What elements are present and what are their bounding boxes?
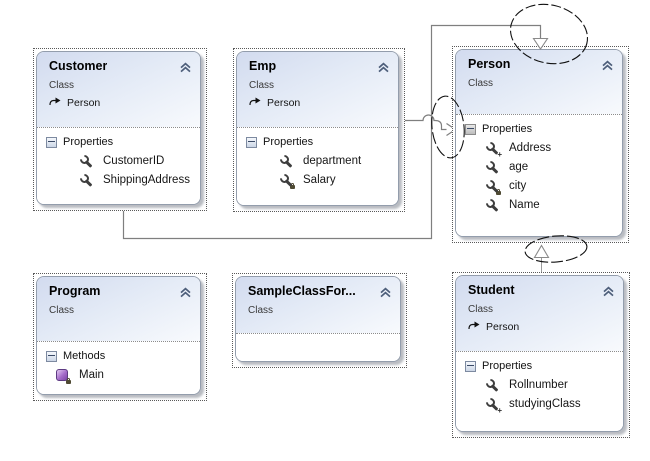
connector-emp-to-person [405, 114, 447, 131]
member-row[interactable]: Name [456, 195, 622, 214]
class-frame: Emp Class Person Properties department [236, 51, 399, 206]
collapse-minus-icon[interactable] [465, 123, 476, 135]
member-row[interactable]: ShippingAddress [37, 170, 200, 189]
base-type-row: Person [468, 320, 615, 333]
wrench-icon [279, 154, 294, 168]
wrench-icon [485, 198, 500, 212]
class-header: Person Class [456, 50, 622, 114]
section-label: Properties [482, 360, 533, 372]
section-header-properties[interactable]: Properties [37, 131, 200, 151]
section-header-properties[interactable]: Properties [456, 118, 622, 138]
wrench-icon [485, 160, 500, 174]
section-header-properties[interactable]: Properties [456, 355, 623, 375]
member-row[interactable]: Rollnumber [456, 375, 623, 394]
method-cube-lock-icon [55, 368, 71, 384]
class-title: SampleClassFor... [248, 284, 356, 298]
wrench-plus-icon: + [485, 397, 502, 415]
inherits-arrow-icon [49, 96, 62, 109]
section-label: Properties [63, 136, 114, 148]
class-stereotype: Class [49, 305, 75, 316]
section-label: Methods [63, 350, 106, 362]
class-frame: Customer Class Person Properties Custome… [36, 51, 201, 205]
wrench-plus-icon: + [485, 141, 502, 159]
class-frame: SampleClassFor... Class [235, 276, 401, 362]
class-box-sampleclass[interactable]: SampleClassFor... Class [232, 273, 407, 368]
collapse-minus-icon[interactable] [246, 136, 257, 148]
base-type-label: Person [267, 96, 301, 109]
section-label: Properties [263, 136, 314, 148]
section-header-properties[interactable]: Properties [237, 131, 398, 151]
base-type-label: Person [486, 320, 520, 333]
class-header: SampleClassFor... Class [236, 277, 400, 333]
wrench-lock-icon [485, 179, 501, 195]
class-box-student[interactable]: Student Class Person Properties Rollnumb… [452, 272, 630, 438]
class-stereotype: Class [468, 78, 494, 89]
member-row[interactable]: Main [37, 365, 200, 384]
wrench-icon [485, 378, 500, 392]
base-type-label: Person [67, 96, 101, 109]
class-header: Emp Class Person [237, 52, 398, 127]
class-title: Program [49, 284, 101, 298]
section-header-methods[interactable]: Methods [37, 345, 200, 365]
member-row[interactable]: Salary [237, 170, 398, 189]
member-row[interactable]: + Address [456, 138, 622, 159]
member-row[interactable]: city [456, 176, 622, 195]
base-type-row: Person [49, 96, 192, 109]
empty-class-body [236, 333, 400, 361]
collapse-minus-icon[interactable] [46, 350, 57, 362]
class-stereotype: Class [248, 305, 274, 316]
member-row[interactable]: department [237, 151, 398, 170]
wrench-icon [79, 173, 94, 187]
member-row[interactable]: CustomerID [37, 151, 200, 170]
class-box-person[interactable]: Person Class Properties + Address age [452, 46, 629, 243]
member-row[interactable]: + studyingClass [456, 394, 623, 415]
inherits-arrow-icon [249, 96, 262, 109]
class-title: Emp [249, 59, 277, 73]
class-title: Person [468, 57, 511, 71]
inherits-arrow-icon [468, 320, 481, 333]
class-title: Customer [49, 59, 108, 73]
class-stereotype: Class [468, 304, 494, 315]
collapse-chevron-icon[interactable] [179, 60, 192, 78]
class-stereotype: Class [249, 80, 275, 91]
class-header: Student Class Person [456, 276, 623, 351]
member-row[interactable]: age [456, 157, 622, 176]
section-label: Properties [482, 123, 533, 135]
class-frame: Student Class Person Properties Rollnumb… [455, 275, 624, 432]
collapse-chevron-icon[interactable] [377, 60, 390, 78]
class-header: Customer Class Person [37, 52, 200, 127]
collapse-chevron-icon[interactable] [602, 284, 615, 302]
collapse-chevron-icon[interactable] [379, 285, 392, 303]
class-frame: Program Class Methods Main [36, 276, 201, 395]
class-frame: Person Class Properties + Address age [455, 49, 623, 237]
class-box-customer[interactable]: Customer Class Person Properties Custome… [33, 48, 207, 211]
collapse-minus-icon[interactable] [465, 360, 476, 372]
class-box-emp[interactable]: Emp Class Person Properties department [233, 48, 405, 212]
inheritance-triangle-person-bottom [533, 244, 550, 259]
class-header: Program Class [37, 277, 200, 341]
collapse-chevron-icon[interactable] [179, 285, 192, 303]
collapse-chevron-icon[interactable] [601, 58, 614, 76]
class-title: Student [468, 283, 515, 297]
base-type-row: Person [249, 96, 390, 109]
collapse-minus-icon[interactable] [46, 136, 57, 148]
wrench-icon [79, 154, 94, 168]
wrench-lock-icon [279, 173, 295, 189]
class-box-program[interactable]: Program Class Methods Main [33, 273, 207, 401]
class-stereotype: Class [49, 80, 75, 91]
